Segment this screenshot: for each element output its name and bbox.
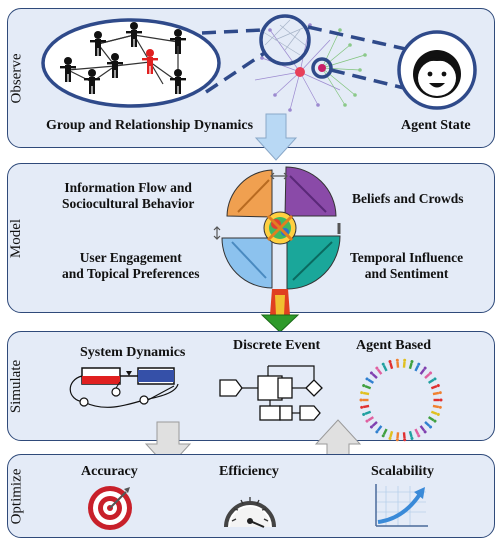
- agent-figure: [360, 391, 370, 396]
- model-wheel: [213, 166, 341, 333]
- accuracy-title: Accuracy: [81, 464, 138, 479]
- model-bottom-left-text: User Engagement and Topical Preferences: [62, 250, 200, 282]
- group-zoom-circle: [259, 14, 311, 66]
- network-graph: [254, 19, 366, 111]
- agent-figure: [362, 384, 372, 390]
- scalability-title: Scalability: [371, 464, 435, 479]
- agent-figure: [402, 358, 407, 368]
- agent-figure: [375, 425, 383, 434]
- agent-figure: [432, 391, 442, 396]
- agent-figure: [365, 416, 375, 423]
- agent-figure: [388, 430, 394, 440]
- agent-figure: [408, 430, 414, 440]
- discrete-event-title: Discrete Event: [233, 338, 321, 353]
- efficiency-title: Efficiency: [219, 464, 279, 479]
- agent-figure: [369, 371, 378, 379]
- agent-based-ring: [359, 358, 443, 442]
- arrow-down-observe-model: [254, 113, 298, 161]
- focus-node: [295, 67, 305, 77]
- network-nodes: [260, 23, 367, 112]
- agent-figure: [365, 377, 375, 384]
- agent-figure: [381, 428, 388, 438]
- gauge-icon: [224, 497, 276, 528]
- agent-node: [318, 64, 326, 72]
- simulate-panel: [7, 331, 495, 441]
- agent-figure: [375, 366, 383, 375]
- agent-figure: [430, 410, 440, 416]
- system-dynamics-diagram: [69, 367, 179, 408]
- agent-figure: [424, 371, 433, 379]
- system-dynamics-title: System Dynamics: [80, 345, 186, 360]
- agent-based-title: Agent Based: [356, 338, 432, 353]
- agent-figure: [419, 366, 427, 375]
- person-icons: [60, 22, 186, 94]
- quadrant-purple: [284, 166, 337, 217]
- model-top-right-text: Beliefs and Crowds: [352, 191, 464, 206]
- agent-figure: [427, 377, 437, 384]
- optimize-label: Optimize: [8, 468, 25, 524]
- agent-figure: [395, 358, 400, 368]
- agent-figure: [419, 425, 427, 434]
- quadrant-teal: [286, 235, 341, 290]
- agent-zoom-circle: [311, 57, 333, 79]
- agent-figure: [414, 428, 421, 438]
- agent-figure: [388, 360, 394, 370]
- agent-face-icon: [413, 50, 461, 98]
- agent-figure: [432, 404, 442, 409]
- discrete-event-diagram: [219, 365, 323, 421]
- observe-graphics: [41, 14, 477, 112]
- agent-figure: [362, 410, 372, 416]
- agent-figure: [427, 416, 437, 423]
- agent-figure: [402, 432, 407, 442]
- optimize-panel: [7, 454, 495, 538]
- simulate-label: Simulate: [8, 359, 25, 413]
- scalability-chart-icon: [375, 484, 428, 527]
- agent-figure: [395, 432, 400, 442]
- target-icon: [88, 486, 132, 530]
- agent-figure: [408, 360, 414, 370]
- agent-figure: [430, 384, 440, 390]
- model-top-left-text: Information Flow and Sociocultural Behav…: [62, 180, 195, 212]
- quadrant-blue: [221, 237, 273, 289]
- agent-figure: [369, 421, 378, 429]
- agent-figure: [381, 362, 388, 372]
- quadrant-orange: [226, 169, 273, 218]
- agent-figure: [360, 404, 370, 409]
- model-bottom-right-text: Temporal Influence and Sentiment: [350, 250, 464, 282]
- agent-figure: [433, 398, 443, 402]
- group-caption: Group and Relationship Dynamics: [46, 118, 254, 133]
- agent-figure: [359, 398, 369, 402]
- agent-figure: [414, 362, 421, 372]
- agent-caption: Agent State: [401, 118, 471, 133]
- agent-figure: [424, 421, 433, 429]
